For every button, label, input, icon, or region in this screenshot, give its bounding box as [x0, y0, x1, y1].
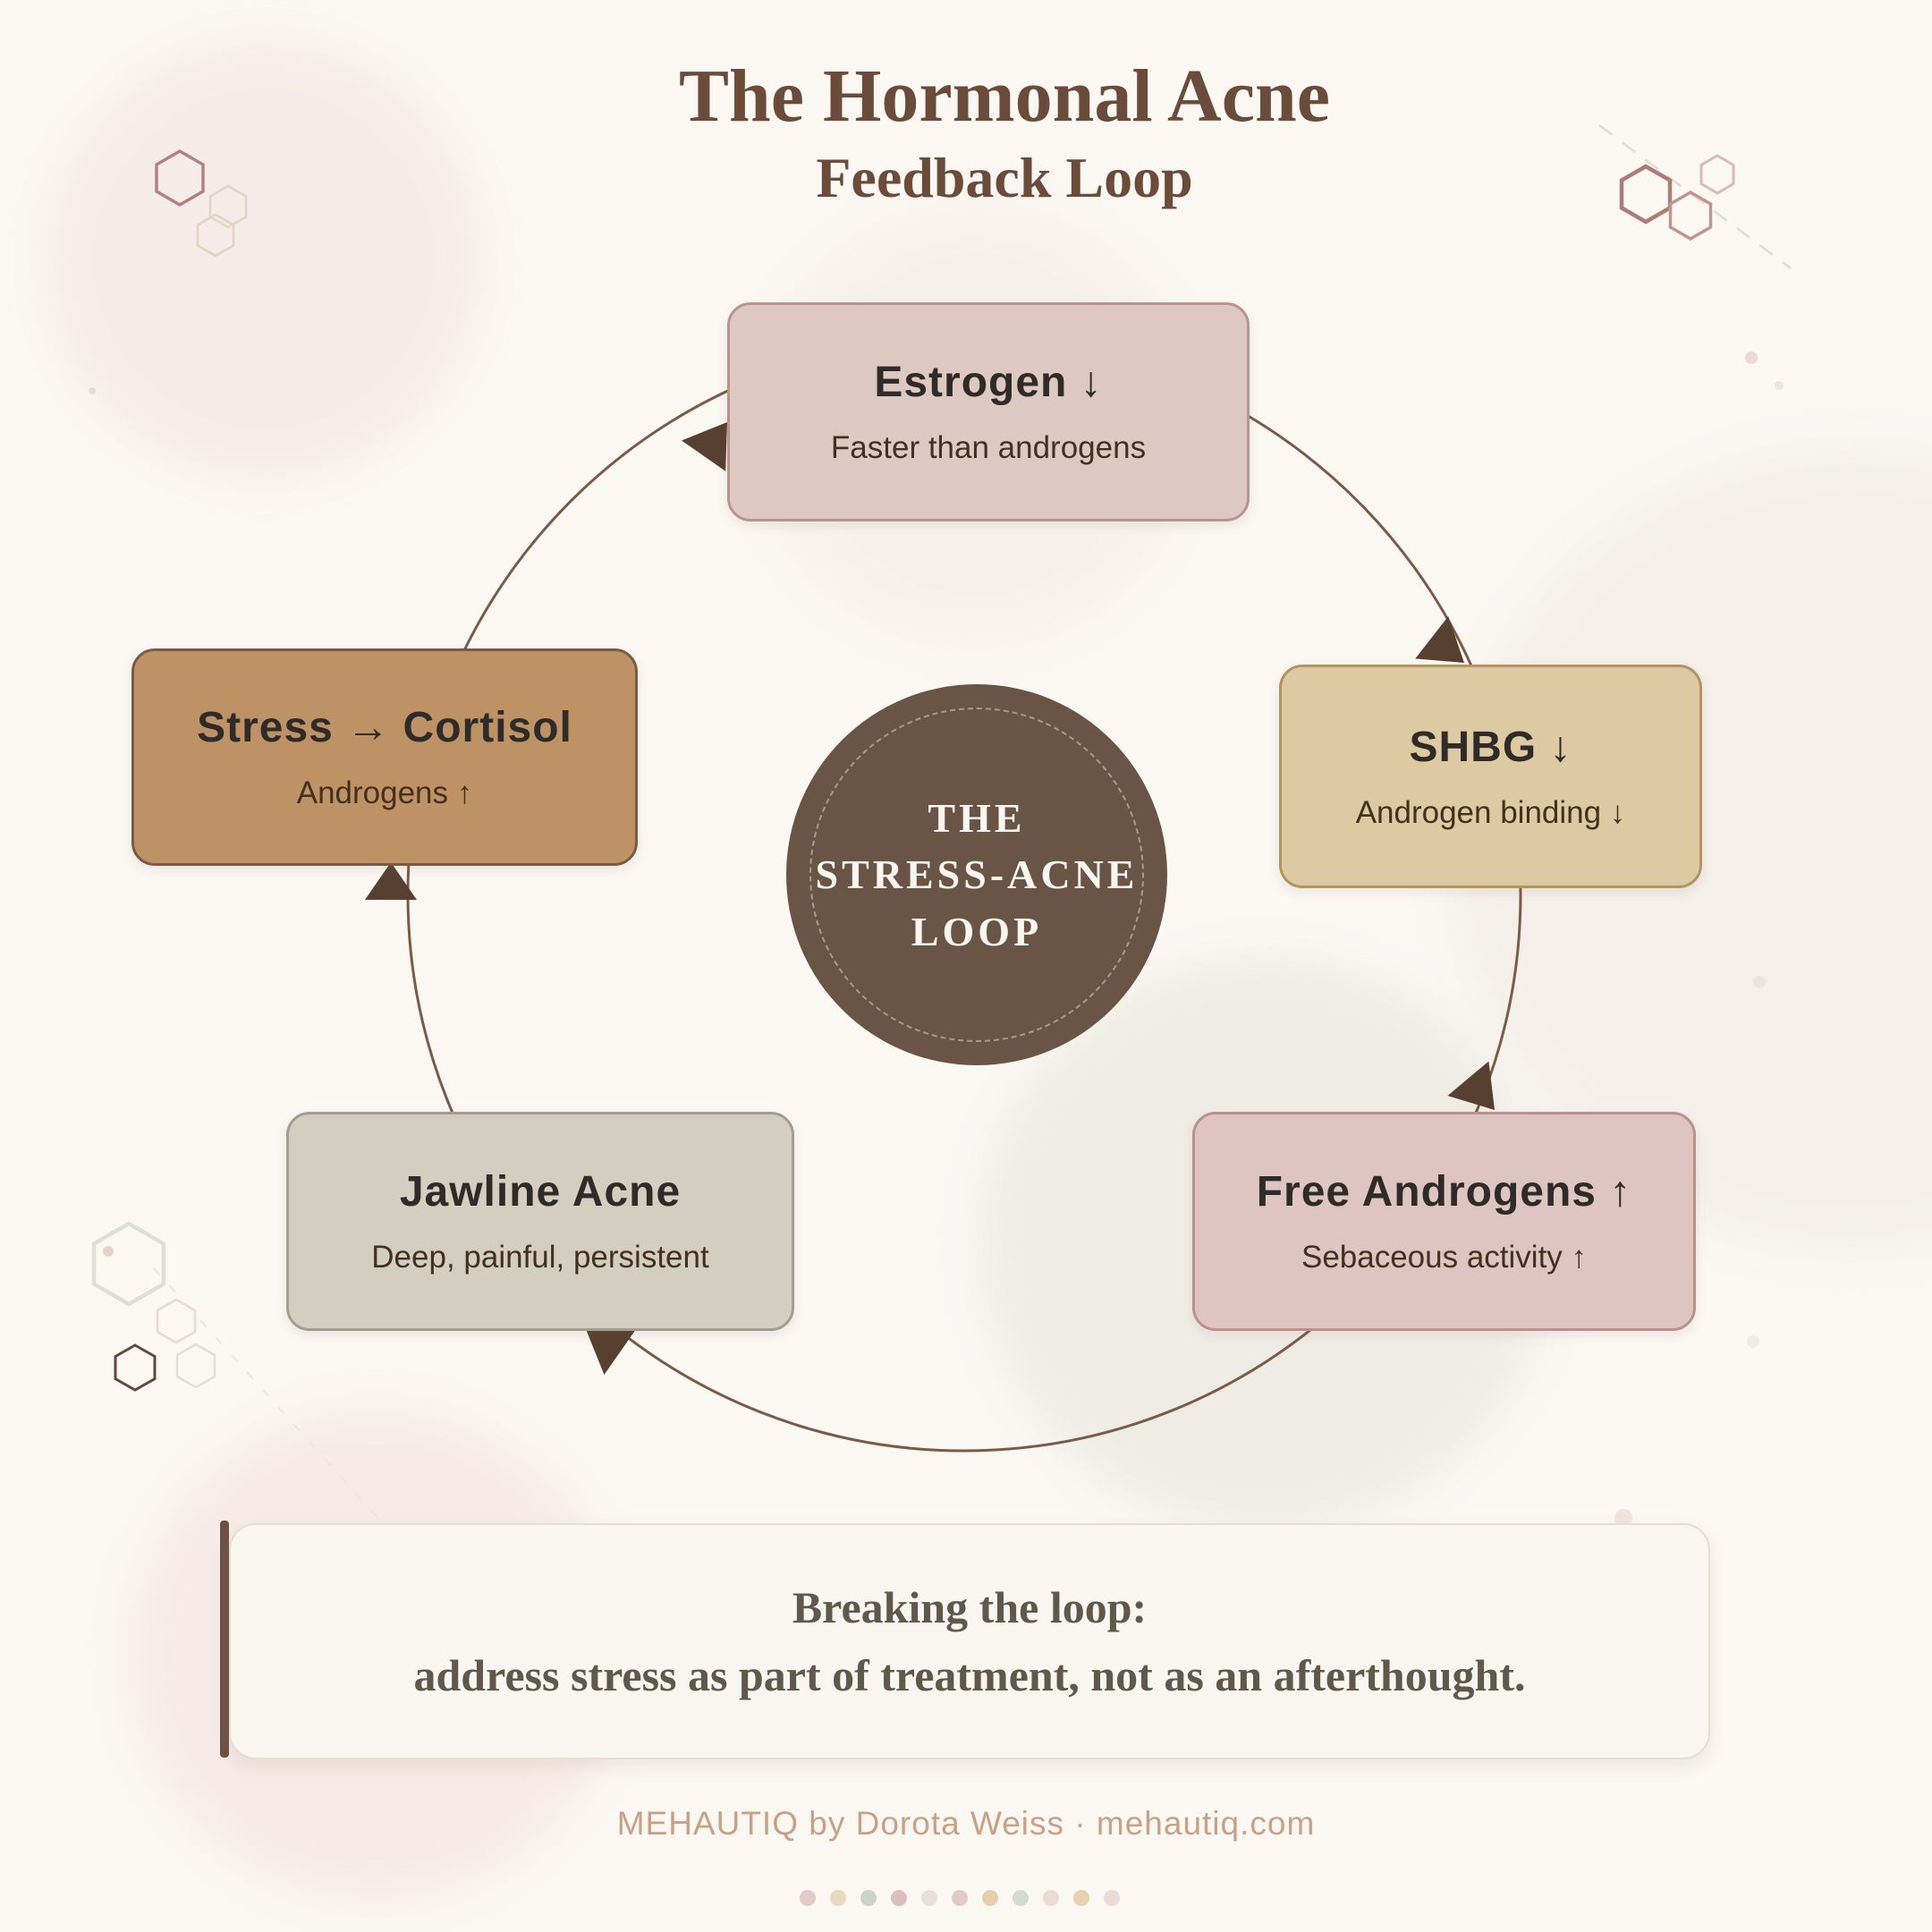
decor-dot: [982, 1890, 998, 1906]
node-subtitle: Deep, painful, persistent: [371, 1240, 709, 1275]
node-free-androgens: Free Androgens ↑ Sebaceous activity ↑: [1192, 1112, 1696, 1331]
hexagon-outline-icon: [1699, 154, 1735, 195]
node-subtitle: Faster than androgens: [830, 430, 1147, 465]
node-title: Estrogen ↓: [874, 359, 1103, 406]
callout-line-2: address stress as part of treatment, not…: [413, 1650, 1526, 1700]
hexagon-outline-icon: [91, 1221, 166, 1307]
hexagon-outline-icon: [1668, 190, 1713, 242]
decor-dot: [830, 1890, 846, 1906]
node-subtitle: Androgen binding ↓: [1355, 794, 1626, 830]
hexagon-cluster-top-right: [1598, 123, 1792, 270]
loop-arrow-icon: [1447, 1061, 1495, 1110]
hexagon-outline-icon: [175, 1343, 216, 1389]
callout-line-1: Breaking the loop:: [792, 1582, 1148, 1632]
loop-arrowheads: [365, 422, 1495, 1375]
node-shbg: SHBG ↓ Androgen binding ↓: [1279, 665, 1702, 888]
title-line-2: Feedback Loop: [816, 146, 1193, 210]
callout-box: Breaking the loop: address stress as par…: [229, 1523, 1710, 1759]
decor-dot: [800, 1890, 816, 1906]
node-title: Jawline Acne: [399, 1168, 682, 1216]
node-stress-cortisol: Stress → Cortisol Androgens ↑: [131, 648, 638, 866]
decor-dot: [1013, 1890, 1029, 1906]
title-line-1: The Hormonal Acne: [679, 55, 1330, 138]
footer-credit: MEHAUTIQ by Dorota Weiss · mehautiq.com: [616, 1805, 1316, 1842]
loop-arrow-icon: [1415, 616, 1464, 663]
center-hub: THE STRESS-ACNE LOOP: [786, 684, 1167, 1065]
hexagon-outline-icon: [196, 213, 235, 258]
node-title: Stress → Cortisol: [197, 704, 572, 751]
decor-dot: [891, 1890, 907, 1906]
node-title: SHBG ↓: [1409, 723, 1572, 771]
dot-row: [800, 1890, 1120, 1906]
decor-dot: [921, 1890, 937, 1906]
loop-arrow-icon: [586, 1329, 635, 1375]
node-jawline-acne: Jawline Acne Deep, painful, persistent: [286, 1112, 794, 1331]
hub-dashed-ring: [809, 708, 1144, 1042]
hexagon-outline-icon: [156, 1298, 197, 1344]
hexagon-outline-icon: [155, 148, 205, 208]
background-blob: [45, 40, 483, 479]
hexagon-cluster-top-left: [155, 148, 248, 258]
node-subtitle: Androgens ↑: [296, 775, 473, 810]
hexagon-outline-icon: [114, 1343, 157, 1392]
node-title: Free Androgens ↑: [1256, 1168, 1632, 1216]
node-estrogen: Estrogen ↓ Faster than androgens: [727, 302, 1250, 521]
decor-dot: [860, 1890, 877, 1906]
hexagon-outline-icon: [1619, 164, 1673, 225]
page-title: The Hormonal Acne Feedback Loop: [38, 55, 1932, 210]
loop-arrow-icon: [682, 422, 727, 471]
callout-accent-bar: [220, 1521, 229, 1758]
node-subtitle: Sebaceous activity ↑: [1301, 1240, 1588, 1275]
decor-dot: [952, 1890, 968, 1906]
decor-dot: [1043, 1890, 1059, 1906]
hexagon-cluster-bottom-left: [91, 1221, 578, 1741]
loop-arrow-icon: [365, 862, 417, 900]
hexagon-outline-icon: [208, 184, 248, 229]
dashed-line: [1598, 123, 1792, 270]
accent-dots: [89, 352, 1784, 1527]
decor-dot: [1104, 1890, 1120, 1906]
decor-dot: [1073, 1890, 1089, 1906]
